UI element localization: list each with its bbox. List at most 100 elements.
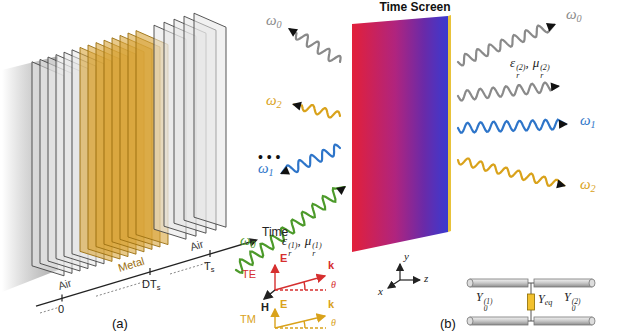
figure-label: ε(2)r,μ(2)r bbox=[510, 56, 550, 80]
subscript: r bbox=[288, 250, 297, 258]
figure-label: Air bbox=[56, 277, 72, 292]
figure-label: y bbox=[404, 250, 409, 262]
label-text: x bbox=[378, 285, 383, 297]
superscript: (2) bbox=[540, 64, 549, 72]
label-text: Y bbox=[476, 290, 483, 304]
axis-tick bbox=[149, 268, 150, 275]
figure-label: Metal bbox=[116, 255, 145, 274]
wave bbox=[458, 159, 564, 186]
figure-label: Ts bbox=[204, 260, 214, 274]
wave-arrowhead bbox=[280, 166, 290, 174]
label-text: (a) bbox=[112, 316, 128, 331]
superscript: (1) bbox=[484, 298, 493, 305]
figure-label: ω1 bbox=[580, 112, 596, 130]
label-text: 0 bbox=[58, 303, 64, 315]
label-text: μ bbox=[305, 233, 312, 248]
figure-label: k bbox=[328, 259, 334, 271]
label-text: k bbox=[328, 259, 334, 271]
wave-arrowhead bbox=[292, 102, 302, 111]
time-screen-panel: Time Screen bbox=[345, 0, 467, 256]
figure-label: TM bbox=[240, 313, 256, 325]
label-text: Y bbox=[538, 292, 545, 306]
label-text: T bbox=[204, 260, 211, 272]
figure-label: ω0 bbox=[266, 12, 282, 30]
label-text: Air bbox=[188, 238, 204, 253]
label-text: Air bbox=[56, 277, 72, 292]
label-text: ω bbox=[258, 160, 269, 176]
label-text: ε bbox=[282, 233, 287, 248]
wave-arrowhead bbox=[556, 180, 566, 189]
figure-label: (a) bbox=[112, 317, 128, 331]
wave bbox=[236, 187, 344, 273]
figure-label: z bbox=[424, 272, 428, 284]
subscript: 0 bbox=[251, 239, 256, 250]
label-text: ω bbox=[266, 12, 277, 28]
wave-arrowhead bbox=[288, 28, 298, 37]
te-polarization-icon bbox=[264, 265, 326, 299]
figure-label: (b) bbox=[440, 317, 456, 331]
axis-tick bbox=[209, 250, 210, 257]
figure-label: Yeq bbox=[538, 293, 552, 308]
interval-marker bbox=[40, 308, 58, 313]
figure-label: ω2 bbox=[266, 92, 282, 110]
label-text: ω bbox=[566, 6, 577, 22]
label-text: Y bbox=[564, 290, 571, 304]
coordinate-axes bbox=[388, 264, 420, 288]
label-text: ω bbox=[580, 112, 591, 128]
subscript: 0 bbox=[577, 13, 582, 24]
subscript: eq bbox=[545, 298, 553, 307]
wave bbox=[282, 145, 340, 174]
figure-label: DTs bbox=[142, 278, 160, 292]
figure-label: ω1 bbox=[258, 160, 274, 178]
figure-label: θ bbox=[331, 317, 336, 328]
label-text: E bbox=[280, 252, 287, 264]
label-text: E bbox=[280, 298, 287, 310]
subscript: 1 bbox=[591, 119, 596, 130]
label-text: Metal bbox=[116, 255, 145, 274]
label-text: z bbox=[424, 272, 428, 284]
interval-marker bbox=[96, 281, 146, 296]
figure-label: ω0 bbox=[566, 6, 582, 24]
label-text: ω bbox=[580, 176, 591, 192]
label-text: , bbox=[526, 55, 529, 70]
label-text: ω bbox=[240, 232, 251, 248]
subscript: r bbox=[312, 250, 321, 258]
figure-label: Air bbox=[188, 238, 204, 253]
wave-arrowhead bbox=[336, 186, 346, 195]
time-screen-shape bbox=[345, 0, 467, 256]
label-text: , bbox=[298, 233, 301, 248]
label-text: ω bbox=[266, 92, 277, 108]
label-text: (b) bbox=[440, 316, 456, 331]
transmission-line-model bbox=[467, 279, 595, 325]
figure-label: ω0 bbox=[240, 232, 256, 250]
label-text: H bbox=[261, 301, 269, 313]
label-text: k bbox=[328, 298, 334, 310]
figure-label: E bbox=[280, 298, 287, 310]
tm-polarization-icon bbox=[275, 309, 326, 328]
subscript: 0 bbox=[484, 305, 493, 312]
wave-arrowhead bbox=[559, 120, 568, 129]
figure-label: ω2 bbox=[580, 176, 596, 194]
label-text: θ bbox=[331, 317, 336, 328]
figure-label: H bbox=[261, 301, 269, 313]
wave bbox=[458, 25, 554, 66]
figure-label: 0 bbox=[58, 303, 64, 315]
sub-sup-stack: (2)0 bbox=[572, 298, 581, 313]
wave-arrowhead bbox=[546, 23, 556, 31]
figure-label: k bbox=[328, 298, 334, 310]
label-text: DT bbox=[142, 278, 157, 290]
sub-sup-stack: (2)r bbox=[516, 64, 525, 80]
label-text: TM bbox=[240, 313, 256, 325]
superscript: (2) bbox=[572, 298, 581, 305]
figure-label: ε(1)r,μ(1)r bbox=[282, 234, 322, 258]
label-text: y bbox=[404, 250, 409, 262]
figure-label: θ bbox=[331, 279, 336, 290]
axis-tick bbox=[61, 294, 62, 301]
subscript: 2 bbox=[277, 99, 282, 110]
figure-label: Y(2)0 bbox=[564, 291, 580, 312]
label-text: ε bbox=[510, 55, 515, 70]
figure-label: TE bbox=[242, 268, 256, 280]
